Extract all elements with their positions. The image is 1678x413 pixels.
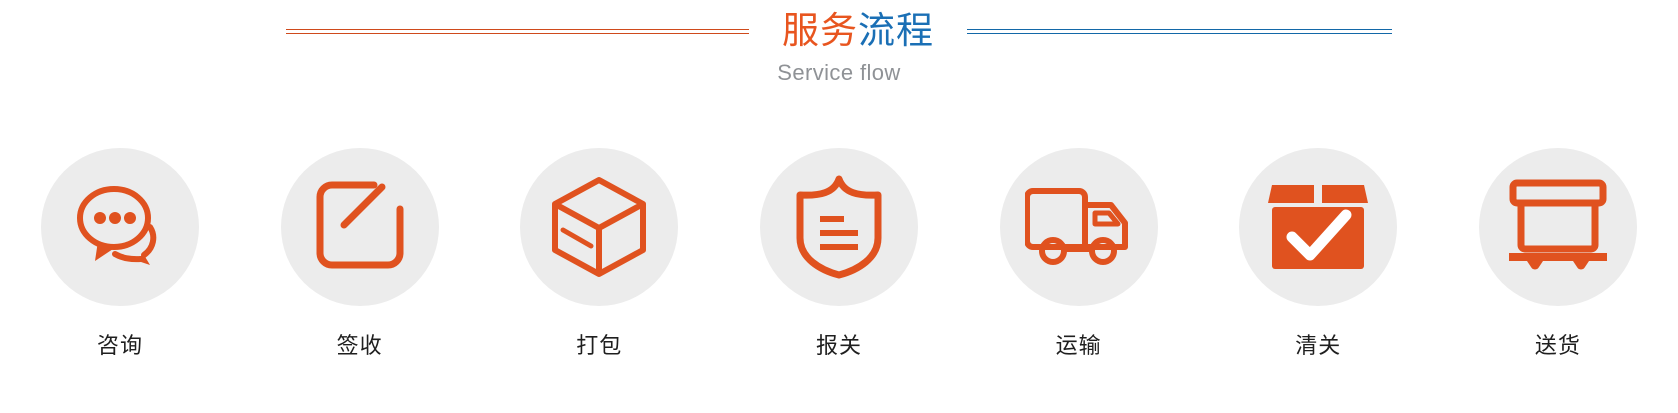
- step-item-clearance[interactable]: 清关: [1208, 148, 1428, 361]
- step-icon-circle: [41, 148, 199, 306]
- step-item-declaration[interactable]: 报关: [729, 148, 949, 361]
- box-cart-icon: [1505, 177, 1611, 277]
- step-label: 签收: [336, 333, 383, 358]
- sign-edit-icon: [310, 177, 410, 277]
- chat-bubbles-icon: [68, 175, 172, 279]
- step-item-delivery[interactable]: 送货: [1448, 148, 1668, 361]
- step-label: 运输: [1055, 333, 1102, 358]
- step-label: 送货: [1534, 333, 1581, 358]
- step-item-consultation[interactable]: 咨询: [10, 148, 230, 361]
- step-label: 咨询: [96, 333, 143, 358]
- step-icon-circle: [1239, 148, 1398, 306]
- cube-box-icon: [549, 175, 649, 279]
- section-header: 服务流程 Service flow: [0, 0, 1678, 110]
- page-title-part-1: 服务: [782, 10, 858, 51]
- step-item-packing[interactable]: 打包: [489, 148, 709, 361]
- step-icon-circle: [1478, 148, 1637, 306]
- decorative-rule-left: [286, 28, 749, 34]
- step-item-sign[interactable]: 签收: [250, 148, 470, 361]
- step-icon-circle: [280, 148, 439, 306]
- step-label: 报关: [815, 333, 862, 358]
- step-icon-circle: [759, 148, 918, 306]
- title-row: 服务流程: [0, 8, 1678, 54]
- step-label: 打包: [576, 333, 623, 358]
- service-flow-steps: 咨询 签收: [0, 148, 1678, 361]
- truck-icon: [1024, 185, 1133, 269]
- step-item-transport[interactable]: 运输: [969, 148, 1189, 361]
- shield-document-icon: [790, 174, 888, 280]
- page-title-part-2: 流程: [858, 10, 934, 51]
- decorative-rule-right: [967, 28, 1392, 34]
- step-label: 清关: [1295, 333, 1342, 358]
- step-icon-circle: [520, 148, 679, 306]
- page-title: 服务流程: [782, 8, 934, 54]
- box-check-icon: [1266, 179, 1370, 275]
- page-subtitle: Service flow: [777, 60, 901, 85]
- step-icon-circle: [999, 148, 1158, 306]
